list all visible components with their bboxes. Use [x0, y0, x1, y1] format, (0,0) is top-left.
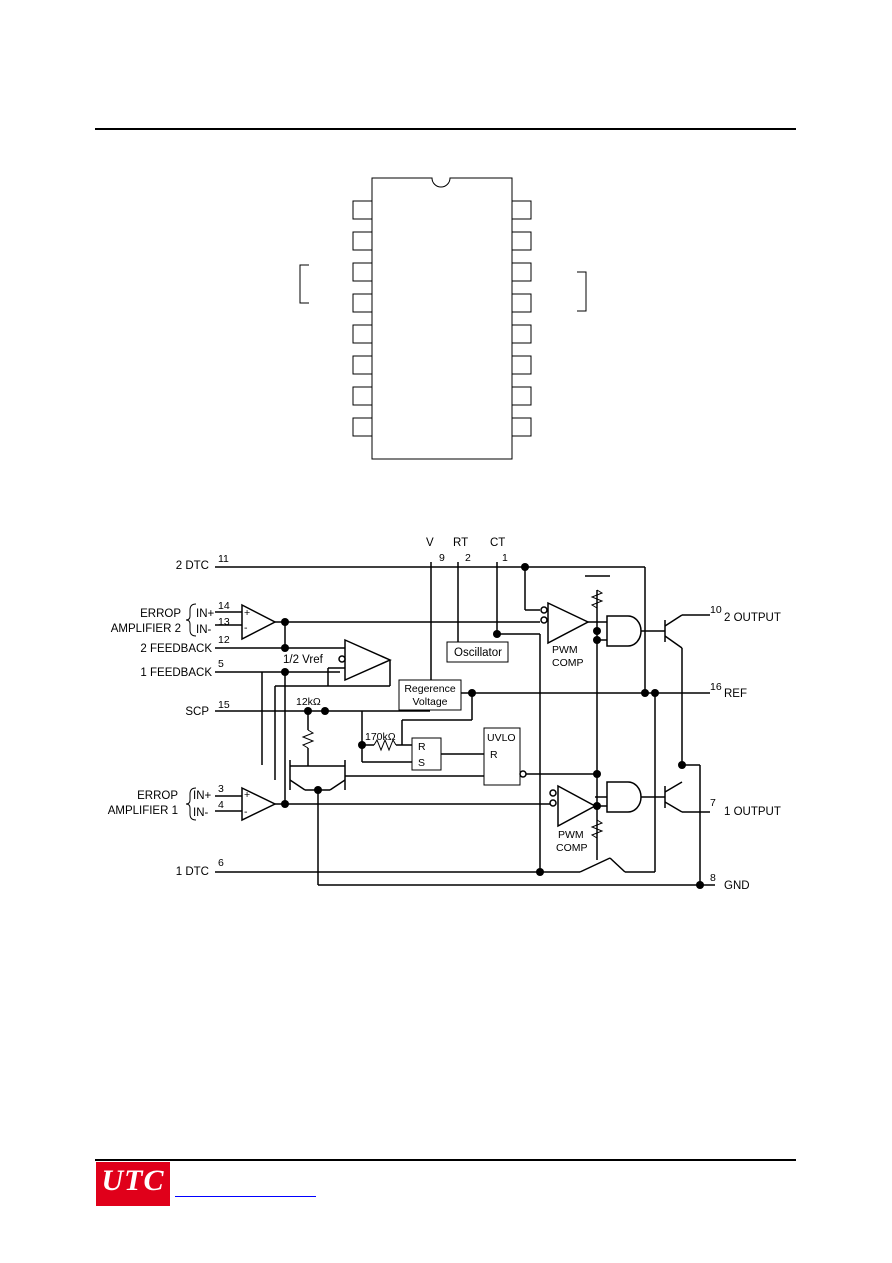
pin-2: 2 [465, 552, 471, 564]
header-rule [95, 128, 796, 130]
label-uvlo: UVLO [487, 732, 516, 744]
label-in-minus-2: IN- [196, 624, 212, 636]
label-pwm-2: PWM [552, 644, 578, 656]
label-voltage: Voltage [412, 696, 447, 708]
label-oscillator: Oscillator [454, 647, 502, 659]
label-scp: SCP [185, 706, 209, 718]
footer-rule [95, 1159, 796, 1161]
label-1-dtc: 1 DTC [176, 866, 209, 878]
pin-7: 7 [710, 797, 716, 809]
label-2-dtc: 2 DTC [176, 560, 209, 572]
label-1-output: 1 OUTPUT [724, 806, 781, 818]
pin-14: 14 [218, 600, 230, 612]
label-2-feedback: 2 FEEDBACK [140, 643, 212, 655]
right-pins [511, 200, 532, 437]
pin-16: 16 [710, 681, 722, 693]
label-ref: REF [724, 688, 747, 700]
pin-15: 15 [218, 699, 230, 711]
pin-6: 6 [218, 857, 224, 869]
label-half-vref: 1/2 Vref [283, 654, 324, 666]
minus-sign: - [244, 622, 248, 634]
label-amplifier-2: AMPLIFIER 2 [111, 623, 181, 635]
block-diagram [185, 562, 715, 889]
pin-9: 9 [439, 552, 445, 564]
label-uvlo-r: R [490, 749, 498, 761]
pin-10: 10 [710, 604, 722, 616]
label-rt: RT [453, 537, 468, 549]
label-12k: 12kΩ [296, 696, 321, 708]
footer-link[interactable] [175, 1184, 316, 1197]
label-rs-r: R [418, 741, 426, 753]
left-bracket [299, 264, 309, 304]
plus-sign: + [244, 607, 250, 619]
label-1-feedback: 1 FEEDBACK [140, 667, 212, 679]
label-amplifier-1: AMPLIFIER 1 [108, 805, 178, 817]
label-2-output: 2 OUTPUT [724, 612, 781, 624]
pin-12: 12 [218, 634, 230, 646]
pin-3: 3 [218, 783, 224, 795]
label-in-plus-2: IN+ [196, 608, 215, 620]
label-in-plus-1: IN+ [193, 790, 212, 802]
pin-13: 13 [218, 616, 230, 628]
right-bracket [577, 271, 587, 312]
pin-5: 5 [218, 658, 224, 670]
label-ct: CT [490, 537, 505, 549]
label-in-minus-1: IN- [193, 807, 209, 819]
pin-8: 8 [710, 872, 716, 884]
label-gnd: GND [724, 880, 750, 892]
minus-sign-1: - [244, 806, 248, 818]
utc-logo: UTC [96, 1162, 170, 1206]
diagram-labels: 2 DTC 11 ERROP AMPLIFIER 2 IN+ IN- 14 13… [108, 537, 781, 892]
label-errop-2: ERROP [140, 608, 181, 620]
label-vcc-sub: CC [435, 544, 445, 551]
label-rs-s: S [418, 757, 425, 769]
dip16-package [299, 177, 587, 460]
label-errop-1: ERROP [137, 790, 178, 802]
label-vcc: V [426, 537, 434, 549]
label-comp-1: COMP [556, 842, 588, 854]
pin-1: 1 [502, 552, 508, 564]
junctions [281, 563, 704, 889]
label-comp-2: COMP [552, 657, 584, 669]
pin-11: 11 [218, 553, 229, 565]
label-pwm-1: PWM [558, 829, 584, 841]
label-reference: Regerence [404, 683, 456, 695]
left-pins [352, 200, 373, 437]
pin-4: 4 [218, 799, 224, 811]
label-170k: 170kΩ [365, 731, 396, 743]
logo-text: UTC [101, 1164, 165, 1197]
plus-sign-1: + [244, 789, 250, 801]
